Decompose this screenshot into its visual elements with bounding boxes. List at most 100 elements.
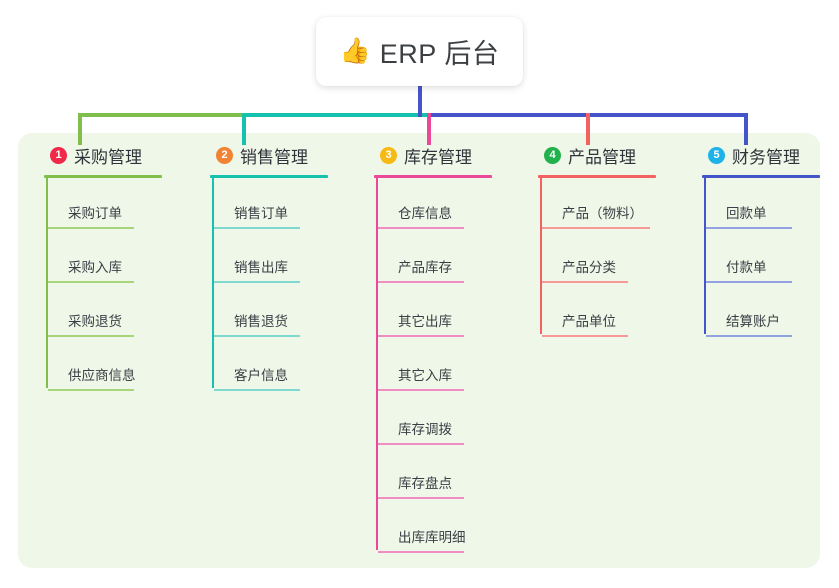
- menu-item-label: 仓库信息: [398, 206, 452, 221]
- menu-item-underline: [48, 335, 134, 337]
- menu-item[interactable]: 结算账户: [704, 286, 820, 340]
- connector-drop-sales: [242, 113, 246, 145]
- menu-item[interactable]: 产品（物料）: [540, 178, 656, 232]
- menu-item-underline: [542, 281, 628, 283]
- menu-item-label: 销售订单: [234, 206, 288, 221]
- menu-item-label: 产品库存: [398, 260, 452, 275]
- menu-item[interactable]: 产品单位: [540, 286, 656, 340]
- column-items-inventory: 仓库信息产品库存其它出库其它入库库存调拨库存盘点出库库明细: [360, 178, 492, 556]
- connector-segment-green: [78, 113, 242, 117]
- menu-item[interactable]: 产品分类: [540, 232, 656, 286]
- menu-item-label: 结算账户: [726, 314, 780, 329]
- menu-item-label: 客户信息: [234, 368, 288, 383]
- menu-item[interactable]: 出库库明细: [376, 502, 492, 556]
- column-trunk-line: [212, 178, 214, 388]
- connector-segment-teal: [242, 113, 427, 117]
- menu-item[interactable]: 采购退货: [46, 286, 162, 340]
- menu-item[interactable]: 销售订单: [212, 178, 328, 232]
- menu-item-label: 采购退货: [68, 314, 122, 329]
- column-number-badge: 4: [544, 146, 561, 164]
- column-title: 财务管理: [732, 147, 800, 167]
- connector-drop-purchasing: [78, 113, 82, 145]
- connector-drop-product: [586, 113, 590, 145]
- column-items-product: 产品（物料） 产品分类产品单位: [524, 178, 656, 340]
- menu-item-underline: [378, 389, 464, 391]
- menu-item-underline: [378, 497, 464, 499]
- column-header-underline: [538, 175, 656, 178]
- menu-item-underline: [378, 443, 464, 445]
- menu-item-label: 产品分类: [562, 260, 616, 275]
- menu-item-underline: [214, 281, 300, 283]
- menu-item[interactable]: 产品库存: [376, 232, 492, 286]
- menu-item[interactable]: 客户信息: [212, 340, 328, 394]
- menu-item[interactable]: 库存调拨: [376, 394, 492, 448]
- menu-item-label: 供应商信息: [68, 368, 136, 383]
- menu-item-label: 库存调拨: [398, 422, 452, 437]
- menu-item[interactable]: 其它入库: [376, 340, 492, 394]
- menu-item-label: 回款单: [726, 206, 767, 221]
- column-title: 产品管理: [568, 147, 636, 167]
- column-number-badge: 1: [50, 146, 67, 164]
- menu-item[interactable]: 销售退货: [212, 286, 328, 340]
- connector-drop-finance: [744, 113, 748, 145]
- column-header-underline: [702, 175, 820, 178]
- column-items-purchasing: 采购订单采购入库采购退货供应商信息: [30, 178, 162, 394]
- menu-item-label: 其它出库: [398, 314, 452, 329]
- menu-item[interactable]: 其它出库: [376, 286, 492, 340]
- column-header-underline: [210, 175, 328, 178]
- menu-item-label: 库存盘点: [398, 476, 452, 491]
- thumbs-up-icon: 👍: [339, 37, 371, 65]
- menu-item-underline: [542, 227, 650, 229]
- column-number-badge: 5: [708, 146, 725, 164]
- menu-item-label: 采购入库: [68, 260, 122, 275]
- menu-item-underline: [542, 335, 628, 337]
- column-header-product[interactable]: 4 产品管理: [524, 142, 656, 168]
- menu-item-underline: [48, 281, 134, 283]
- column-items-sales: 销售订单销售出库销售退货客户信息: [196, 178, 328, 394]
- diagram-panel: [18, 133, 820, 568]
- menu-item-underline: [378, 551, 464, 553]
- menu-item[interactable]: 采购入库: [46, 232, 162, 286]
- menu-item[interactable]: 付款单: [704, 232, 820, 286]
- menu-item-label: 产品（物料）: [562, 206, 643, 221]
- menu-item-underline: [214, 389, 300, 391]
- menu-item-underline: [378, 227, 464, 229]
- column-finance: 5 财务管理回款单付款单结算账户: [688, 142, 820, 340]
- menu-item-label: 出库库明细: [398, 530, 466, 545]
- menu-item-underline: [214, 227, 300, 229]
- menu-item-label: 销售出库: [234, 260, 288, 275]
- column-sales: 2 销售管理销售订单销售出库销售退货客户信息: [196, 142, 328, 394]
- menu-item[interactable]: 供应商信息: [46, 340, 162, 394]
- menu-item[interactable]: 回款单: [704, 178, 820, 232]
- column-items-finance: 回款单付款单结算账户: [688, 178, 820, 340]
- column-title: 销售管理: [240, 147, 308, 167]
- column-number-badge: 3: [380, 146, 397, 164]
- menu-item-label: 其它入库: [398, 368, 452, 383]
- menu-item[interactable]: 仓库信息: [376, 178, 492, 232]
- connector-drop-inventory: [427, 113, 431, 145]
- column-trunk-line: [46, 178, 48, 388]
- menu-item-underline: [706, 281, 792, 283]
- column-product: 4 产品管理产品（物料） 产品分类产品单位: [524, 142, 656, 340]
- menu-item-label: 付款单: [726, 260, 767, 275]
- menu-item-label: 采购订单: [68, 206, 122, 221]
- root-node-card[interactable]: 👍 ERP 后台: [316, 17, 523, 86]
- column-header-sales[interactable]: 2 销售管理: [196, 142, 328, 168]
- connector-root-stem: [418, 86, 422, 117]
- menu-item[interactable]: 采购订单: [46, 178, 162, 232]
- menu-item[interactable]: 销售出库: [212, 232, 328, 286]
- menu-item-underline: [706, 227, 792, 229]
- column-header-purchasing[interactable]: 1 采购管理: [30, 142, 162, 168]
- column-header-finance[interactable]: 5 财务管理: [688, 142, 820, 168]
- menu-item-underline: [48, 227, 134, 229]
- root-title: ERP 后台: [379, 39, 500, 69]
- column-number-badge: 2: [216, 146, 233, 164]
- menu-item[interactable]: 库存盘点: [376, 448, 492, 502]
- menu-item-label: 销售退货: [234, 314, 288, 329]
- menu-item-label: 产品单位: [562, 314, 616, 329]
- column-title: 采购管理: [74, 147, 142, 167]
- menu-item-underline: [214, 335, 300, 337]
- menu-item-underline: [48, 389, 134, 391]
